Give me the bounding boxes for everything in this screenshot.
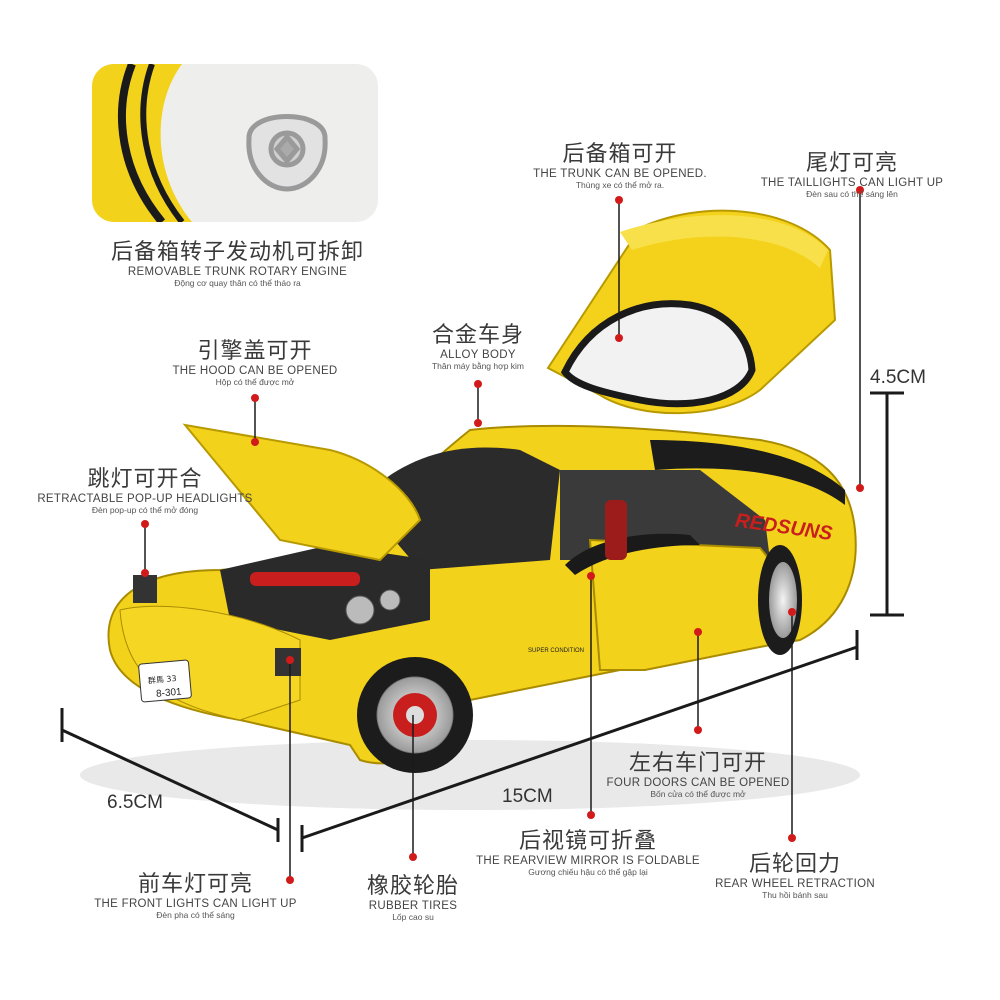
callout-mirror-en: THE REARVIEW MIRROR IS FOLDABLE <box>476 855 700 867</box>
sponsor-decal: SUPER CONDITION <box>528 648 584 654</box>
callout-body-cn: 合金车身 <box>431 323 524 348</box>
callout-dots <box>141 186 864 884</box>
callout-body-vi: Thân máy bằng hợp kim <box>431 361 525 371</box>
callout-popup-en: RETRACTABLE POP-UP HEADLIGHTS <box>37 493 253 505</box>
callout-engine-en: REMOVABLE TRUNK ROTARY ENGINE <box>127 266 348 278</box>
engine-detail-inset <box>92 64 378 222</box>
callout-doors-cn: 左右车门可开 <box>628 751 767 776</box>
callout-trunk: 后备箱可开 THE TRUNK CAN BE OPENED. Thùng xe … <box>520 136 720 190</box>
callout-rear-vi: Thu hồi bánh sau <box>762 890 828 900</box>
callout-body: 合金车身 ALLOY BODY Thân máy bằng hợp kim <box>408 317 548 371</box>
callout-body-en: ALLOY BODY <box>440 349 516 361</box>
length-dimension-line <box>300 630 859 852</box>
callout-doors: 左右车门可开 FOUR DOORS CAN BE OPENED Bốn cửa … <box>598 745 798 799</box>
callout-engine-cn: 后备箱转子发动机可拆卸 <box>110 240 364 265</box>
callout-mirror: 后视镜可折叠 THE REARVIEW MIRROR IS FOLDABLE G… <box>468 823 708 877</box>
callout-rear-en: REAR WHEEL RETRACTION <box>715 878 875 890</box>
car-body <box>107 423 857 765</box>
callout-hood-en: THE HOOD CAN BE OPENED <box>172 365 338 377</box>
callout-tail-vi: Đèn sau có thể sáng lên <box>806 189 898 199</box>
callout-rear-wheel: 后轮回力 REAR WHEEL RETRACTION Thu hồi bánh … <box>700 846 890 900</box>
callout-hood-cn: 引擎盖可开 <box>197 339 313 364</box>
height-dimension-line <box>870 391 904 617</box>
callout-engine-vi: Động cơ quay thân có thể tháo ra <box>174 278 301 288</box>
callout-tires-en: RUBBER TIRES <box>368 900 458 912</box>
rotary-engine-icon <box>92 64 328 222</box>
callout-front-lights: 前车灯可亮 THE FRONT LIGHTS CAN LIGHT UP Đèn … <box>88 866 303 920</box>
callout-hood-vi: Hộp có thể được mở <box>215 377 295 387</box>
dimension-length: 15CM <box>502 786 553 807</box>
rear-wheel <box>758 545 802 655</box>
plate-bottom: 8-301 <box>156 687 183 700</box>
callout-doors-vi: Bốn cửa có thể được mở <box>650 789 746 799</box>
callout-mirror-cn: 后视镜可折叠 <box>518 829 657 854</box>
callout-mirror-vi: Gương chiếu hậu có thể gập lại <box>528 867 648 877</box>
callout-front-en: THE FRONT LIGHTS CAN LIGHT UP <box>94 898 297 910</box>
callout-hood: 引擎盖可开 THE HOOD CAN BE OPENED Hộp có thể … <box>155 333 355 387</box>
callout-taillights: 尾灯可亮 THE TAILLIGHTS CAN LIGHT UP Đèn sau… <box>752 145 952 199</box>
trunk-lid <box>546 209 837 415</box>
callout-front-vi: Đèn pha có thể sáng <box>156 910 235 920</box>
callout-tires-cn: 橡胶轮胎 <box>366 874 459 899</box>
callout-tires-vi: Lốp cao su <box>392 912 434 922</box>
dimension-height: 4.5CM <box>870 367 926 388</box>
dimension-width: 6.5CM <box>107 792 163 813</box>
callout-tires: 橡胶轮胎 RUBBER TIRES Lốp cao su <box>343 868 483 922</box>
callout-tail-cn: 尾灯可亮 <box>805 151 898 176</box>
callout-front-cn: 前车灯可亮 <box>137 872 253 897</box>
callout-popup-cn: 跳灯可开合 <box>87 467 203 492</box>
car-shadow <box>80 740 860 810</box>
callout-popup: 跳灯可开合 RETRACTABLE POP-UP HEADLIGHTS Đèn … <box>30 461 260 515</box>
callout-trunk-en: THE TRUNK CAN BE OPENED. <box>533 168 707 180</box>
width-dimension-line <box>60 708 280 842</box>
callout-popup-vi: Đèn pop-up có thể mở đóng <box>91 505 199 515</box>
callout-rear-cn: 后轮回力 <box>748 852 841 877</box>
leader-lines <box>144 190 861 880</box>
plate-top: 群馬 33 <box>147 673 176 685</box>
callout-tail-en: THE TAILLIGHTS CAN LIGHT UP <box>760 177 944 189</box>
callout-doors-en: FOUR DOORS CAN BE OPENED <box>606 777 790 789</box>
callout-trunk-vi: Thùng xe có thể mở ra. <box>575 180 665 190</box>
callout-engine: 后备箱转子发动机可拆卸 REMOVABLE TRUNK ROTARY ENGIN… <box>95 234 380 288</box>
callout-trunk-cn: 后备箱可开 <box>562 142 678 167</box>
front-wheel <box>357 657 473 773</box>
